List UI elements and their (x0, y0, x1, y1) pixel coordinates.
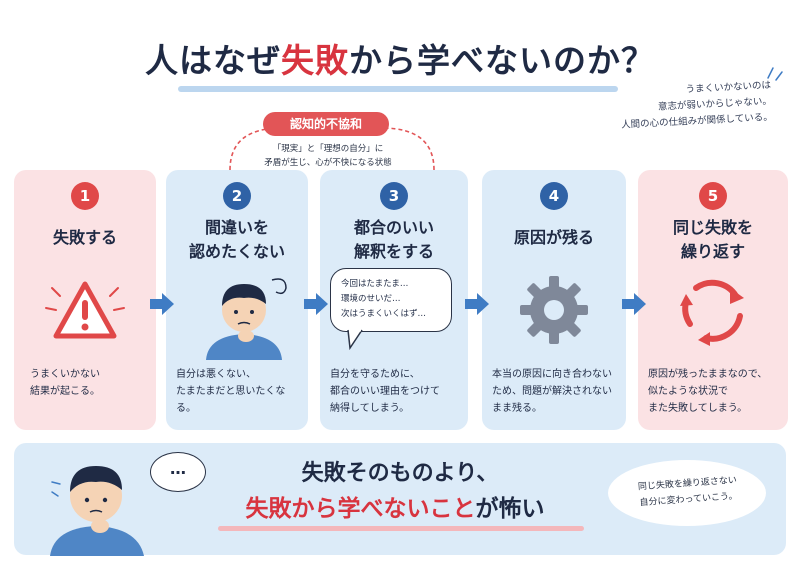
step-title-3: 都合のいい 解釈をする (320, 216, 468, 264)
step-number-2: 2 (223, 182, 251, 210)
step-desc-line: 納得してしまう。 (330, 403, 410, 414)
speech-bubble: 今回はたまたま… 環境のせいだ… 次はうまくいくはず… (330, 268, 452, 332)
cycle-arrows-icon (680, 279, 744, 346)
title-part2: から学べないのか？ (349, 41, 655, 80)
step-title-line: 都合のいい (353, 218, 434, 237)
step-desc-line: 原因が残ったままなので、 (648, 369, 768, 380)
encouragement-oval (608, 460, 766, 526)
step-card-5: 5 同じ失敗を 繰り返す 原因が残ったままなので、 似たような状況で また失敗し… (638, 170, 788, 430)
step-desc-line: たまたまだと思いたくなる。 (176, 386, 286, 414)
conclusion-underline (218, 526, 584, 531)
bubble-line: 次はうまくいくはず… (341, 309, 427, 319)
step-title-2: 間違いを 認めたくない (166, 216, 308, 264)
side-note: うまくいかないのは 意志が弱いからじゃない。 人間の心の仕組みが関係している。 (611, 78, 773, 134)
step-title-line: 同じ失敗を (672, 218, 753, 237)
arrow-right-icon (622, 293, 646, 315)
title-accent: 失敗 (281, 41, 349, 80)
title-part1: 人はなぜ (145, 41, 281, 80)
step-desc-line: 都合のいい理由をつけて (330, 386, 440, 397)
emphasis-marks-icon (767, 67, 783, 81)
page-title: 人はなぜ失敗から学べないのか？ (0, 34, 800, 82)
step-title-line: 解釈をする (353, 242, 434, 261)
step-title-line: 原因が残る (513, 228, 594, 247)
step-desc-line: 結果が起こる。 (30, 386, 100, 397)
step-desc-line: まま残る。 (492, 403, 542, 414)
step-title-5: 同じ失敗を 繰り返す (638, 216, 788, 264)
worried-person-icon (206, 278, 287, 360)
step-title-line: 失敗する (52, 228, 117, 247)
step-desc-line: 自分を守るために、 (330, 369, 420, 380)
step-desc-line: ため、問題が解決されない (492, 386, 612, 397)
thinking-person-icon (50, 466, 144, 556)
step-card-1: 1 失敗する うまくいかない 結果が起こる。 (14, 170, 156, 430)
step-desc-line: 自分は悪くない、 (176, 369, 256, 380)
conclusion-line1: 失敗そのものより、 (301, 461, 499, 486)
step-desc-3: 自分を守るために、 都合のいい理由をつけて 納得してしまう。 (320, 366, 468, 417)
conclusion-tail: が怖い (475, 496, 545, 522)
bubble-line: 今回はたまたま… (341, 279, 409, 289)
warning-icon (45, 281, 125, 339)
title-underline (178, 86, 618, 92)
step-desc-1: うまくいかない 結果が起こる。 (14, 366, 156, 400)
conclusion-emphasis: 失敗から学べないこと (245, 496, 476, 522)
arrow-right-icon (150, 293, 174, 315)
step-number-1: 1 (71, 182, 99, 210)
step-card-4: 4 原因が残る 本当の原因に向き合わない ため、問題が解決されない まま残る。 (482, 170, 626, 430)
step-desc-line: また失敗してしまう。 (648, 403, 748, 414)
step-number-3: 3 (380, 182, 408, 210)
arrow-right-icon (465, 293, 489, 315)
dissonance-desc-line: 「現実」と「理想の自分」に (272, 144, 384, 154)
step-desc-line: うまくいかない (30, 369, 100, 380)
step-title-1: 失敗する (14, 226, 156, 250)
dissonance-desc-line: 矛盾が生じ、心が不快になる状態 (264, 158, 392, 168)
thought-bubble: … (150, 452, 206, 492)
step-title-4: 原因が残る (482, 226, 626, 250)
speech-bubble-tail-icon (347, 328, 363, 350)
step-desc-line: 本当の原因に向き合わない (492, 369, 612, 380)
step-card-2: 2 間違いを 認めたくない 自分は悪くない、 たまたまだと思いたくなる。 (166, 170, 308, 430)
dissonance-badge: 認知的不協和 (263, 112, 389, 136)
step-desc-line: 似たような状況で (648, 386, 728, 397)
step-desc-5: 原因が残ったままなので、 似たような状況で また失敗してしまう。 (638, 366, 788, 417)
gear-icon (520, 276, 588, 344)
conclusion-line2: 失敗から学べないことが怖い (190, 489, 600, 523)
arrow-right-icon (304, 293, 328, 315)
bubble-line: 環境のせいだ… (341, 294, 401, 304)
step-desc-4: 本当の原因に向き合わない ため、問題が解決されない まま残る。 (482, 366, 626, 417)
step-title-line: 認めたくない (188, 242, 285, 261)
dissonance-description: 「現実」と「理想の自分」に 矛盾が生じ、心が不快になる状態 (248, 142, 408, 170)
step-desc-2: 自分は悪くない、 たまたまだと思いたくなる。 (166, 366, 308, 417)
step-number-4: 4 (540, 182, 568, 210)
step-title-line: 繰り返す (680, 242, 745, 261)
step-title-line: 間違いを (204, 218, 269, 237)
step-number-5: 5 (699, 182, 727, 210)
